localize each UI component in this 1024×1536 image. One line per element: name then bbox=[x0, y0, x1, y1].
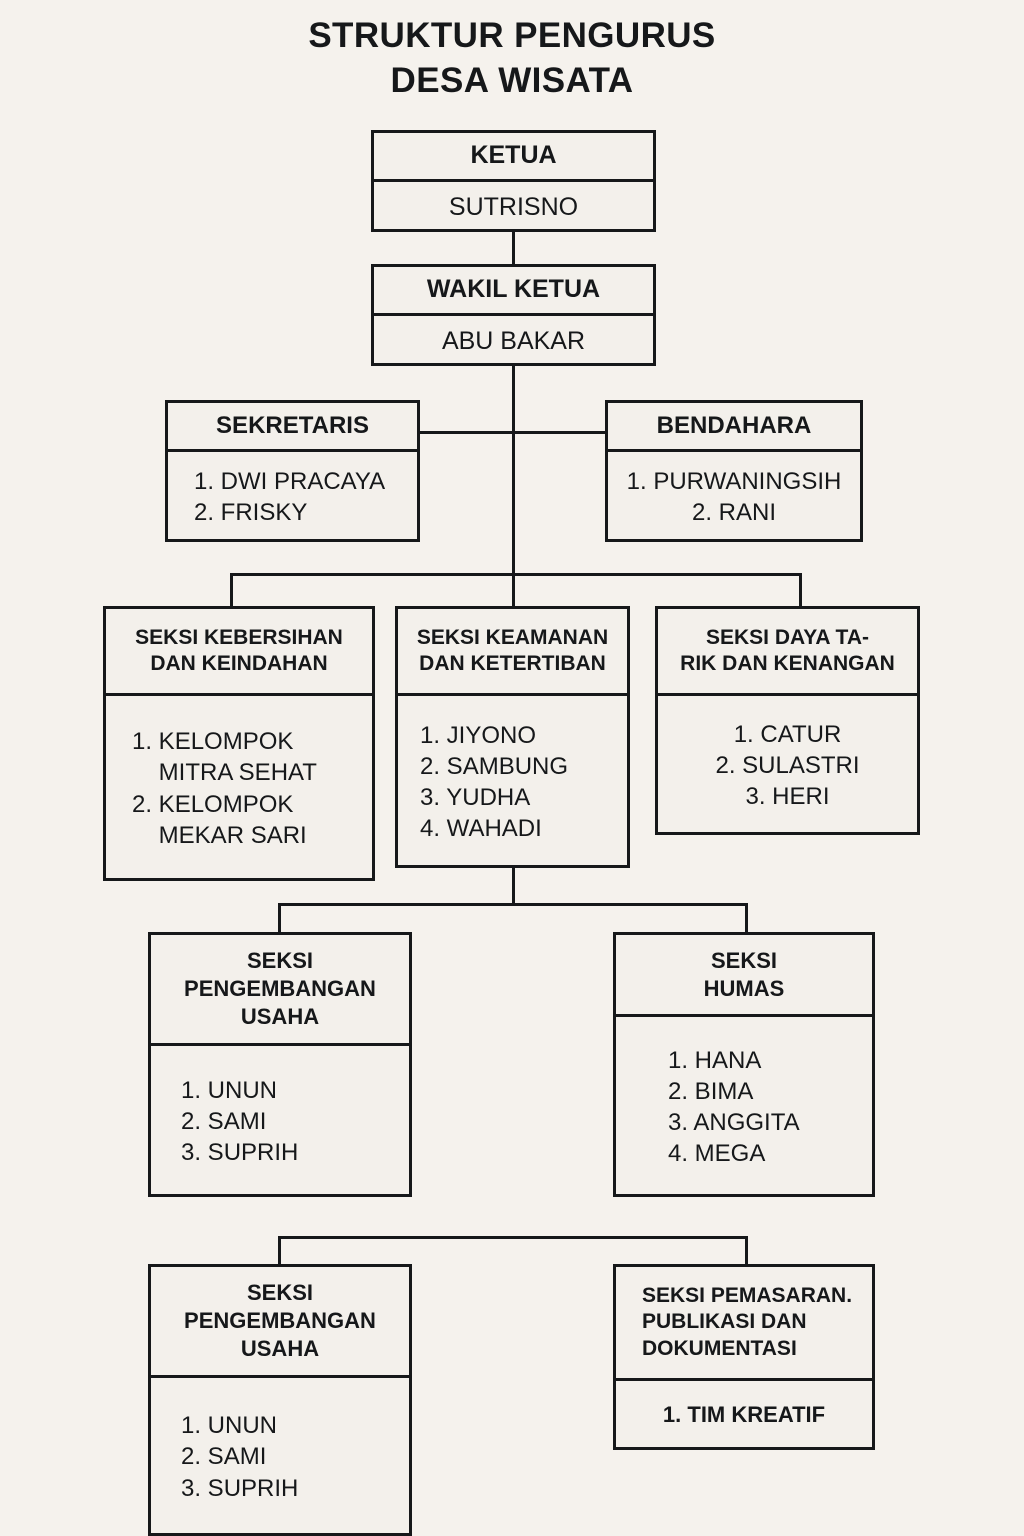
node-seksi-pengembangan-usaha-2-header-line-3: USAHA bbox=[240, 1335, 320, 1361]
node-seksi-humas-member-4: 4. MEGA bbox=[668, 1140, 766, 1168]
node-seksi-keamanan-member-3: 3. YUDHA bbox=[420, 784, 531, 811]
node-seksi-pengembangan-usaha-2-header-line-2: PENGEMBANGAN bbox=[184, 1308, 376, 1334]
node-seksi-daya-tarik-header: SEKSI DAYA TA- RIK DAN KENANGAN bbox=[658, 609, 917, 696]
node-seksi-humas-member-2: 2. BIMA bbox=[668, 1077, 754, 1105]
node-seksi-pemasaran-header-line-2: PUBLIKASI DAN bbox=[642, 1310, 807, 1334]
node-seksi-daya-tarik-header-line-2: RIK DAN KENANGAN bbox=[680, 652, 895, 675]
node-seksi-pengembangan-usaha-1[interactable]: SEKSI PENGEMBANGAN USAHA 1. UNUN 2. SAMI… bbox=[148, 932, 412, 1197]
node-seksi-humas-member-1: 1. HANA bbox=[668, 1046, 762, 1074]
node-seksi-pengembangan-usaha-2[interactable]: SEKSI PENGEMBANGAN USAHA 1. UNUN 2. SAMI… bbox=[148, 1264, 412, 1536]
connector-drop-pengembangan2 bbox=[278, 1236, 281, 1267]
node-seksi-keamanan[interactable]: SEKSI KEAMANAN DAN KETERTIBAN 1. JIYONO … bbox=[395, 606, 630, 868]
node-seksi-daya-tarik-member-3: 3. HERI bbox=[745, 783, 830, 811]
node-seksi-pengembangan-usaha-2-header-line-1: SEKSI bbox=[246, 1280, 314, 1306]
node-ketua-members: SUTRISNO bbox=[374, 182, 653, 232]
node-seksi-humas-members: 1. HANA 2. BIMA 3. ANGGITA 4. MEGA bbox=[616, 1017, 872, 1197]
node-seksi-pengembangan-usaha-2-member-3: 3. SUPRIH bbox=[181, 1474, 299, 1502]
node-seksi-kebersihan-header-line-2: DAN KEINDAHAN bbox=[150, 652, 328, 675]
node-seksi-keamanan-header-line-1: SEKSI KEAMANAN bbox=[416, 625, 609, 649]
node-seksi-pengembangan-usaha-1-header: SEKSI PENGEMBANGAN USAHA bbox=[151, 935, 409, 1046]
node-wakil-ketua-member-1: ABU BAKAR bbox=[441, 326, 586, 355]
node-sekretaris[interactable]: SEKRETARIS 1. DWI PRACAYA 2. FRISKY bbox=[165, 400, 420, 542]
node-seksi-pengembangan-usaha-1-header-line-2: PENGEMBANGAN bbox=[184, 976, 376, 1002]
connector-drop-pengembangan1 bbox=[278, 903, 281, 935]
node-seksi-humas[interactable]: SEKSI HUMAS 1. HANA 2. BIMA 3. ANGGITA 4… bbox=[613, 932, 875, 1197]
node-seksi-pemasaran-members: 1. TIM KREATIF bbox=[616, 1381, 872, 1450]
node-seksi-pengembangan-usaha-1-members: 1. UNUN 2. SAMI 3. SUPRIH bbox=[151, 1046, 409, 1197]
node-seksi-keamanan-header-line-2: DAN KETERTIBAN bbox=[419, 652, 606, 675]
node-bendahara[interactable]: BENDAHARA 1. PURWANINGSIH 2. RANI bbox=[605, 400, 863, 542]
node-seksi-kebersihan-header-line-1: SEKSI KEBERSIHAN bbox=[135, 625, 343, 649]
connector-drop-keamanan bbox=[512, 573, 515, 609]
node-seksi-pemasaran[interactable]: SEKSI PEMASARAN. PUBLIKASI DAN DOKUMENTA… bbox=[613, 1264, 875, 1450]
connector-bar-level5 bbox=[278, 1236, 748, 1239]
node-seksi-kebersihan-member-2: 2. KELOMPOK bbox=[132, 790, 294, 818]
connector-drop-dayatarik bbox=[799, 573, 802, 609]
node-seksi-pengembangan-usaha-2-header: SEKSI PENGEMBANGAN USAHA bbox=[151, 1267, 409, 1378]
node-seksi-humas-header: SEKSI HUMAS bbox=[616, 935, 872, 1017]
page-title-line-2: DESA WISATA bbox=[390, 60, 634, 100]
node-seksi-pengembangan-usaha-2-member-1: 1. UNUN bbox=[181, 1412, 278, 1440]
node-seksi-keamanan-members: 1. JIYONO 2. SAMBUNG 3. YUDHA 4. WAHADI bbox=[398, 696, 627, 868]
connector-drop-humas bbox=[745, 903, 748, 935]
node-seksi-kebersihan-member-1-cont: MITRA SEHAT bbox=[132, 759, 317, 787]
node-seksi-daya-tarik-header-line-1: SEKSI DAYA TA- bbox=[706, 625, 869, 649]
node-seksi-daya-tarik-member-2: 2. SULASTRI bbox=[715, 751, 860, 779]
node-seksi-pemasaran-member-1: 1. TIM KREATIF bbox=[662, 1402, 826, 1428]
node-seksi-kebersihan-member-2-cont: MEKAR SARI bbox=[132, 821, 307, 849]
page-title-line-1: STRUKTUR PENGURUS bbox=[308, 16, 716, 55]
node-seksi-humas-header-line-2: HUMAS bbox=[703, 975, 785, 1001]
node-seksi-humas-member-3: 3. ANGGITA bbox=[668, 1109, 800, 1136]
node-sekretaris-members: 1. DWI PRACAYA 2. FRISKY bbox=[168, 452, 417, 542]
node-ketua-header: KETUA bbox=[374, 133, 653, 182]
node-seksi-humas-header-line-1: SEKSI bbox=[710, 947, 778, 973]
node-seksi-pengembangan-usaha-2-members: 1. UNUN 2. SAMI 3. SUPRIH bbox=[151, 1378, 409, 1536]
node-seksi-pengembangan-usaha-2-member-2: 2. SAMI bbox=[181, 1443, 267, 1471]
node-sekretaris-header: SEKRETARIS bbox=[168, 403, 417, 452]
connector-bar-sekretaris-bendahara bbox=[418, 431, 608, 434]
node-wakil-ketua[interactable]: WAKIL KETUA ABU BAKAR bbox=[371, 264, 656, 366]
connector-drop-pemasaran bbox=[745, 1236, 748, 1267]
connector-bar-seksi-row bbox=[230, 573, 802, 576]
node-seksi-daya-tarik-members: 1. CATUR 2. SULASTRI 3. HERI bbox=[658, 696, 917, 835]
node-seksi-kebersihan-members: 1. KELOMPOK MITRA SEHAT 2. KELOMPOK MEKA… bbox=[106, 696, 372, 881]
node-seksi-pengembangan-usaha-1-header-line-1: SEKSI bbox=[246, 948, 314, 974]
node-wakil-ketua-header-line-1: WAKIL KETUA bbox=[426, 275, 601, 304]
node-bendahara-member-2: 2. RANI bbox=[691, 499, 777, 526]
node-bendahara-header-line-1: BENDAHARA bbox=[656, 411, 812, 439]
node-seksi-pemasaran-header-line-1: SEKSI PEMASARAN. bbox=[642, 1283, 853, 1307]
node-seksi-kebersihan-header: SEKSI KEBERSIHAN DAN KEINDAHAN bbox=[106, 609, 372, 696]
node-sekretaris-member-1: 1. DWI PRACAYA bbox=[194, 467, 386, 495]
node-bendahara-member-1: 1. PURWANINGSIH bbox=[626, 467, 842, 495]
node-wakil-ketua-members: ABU BAKAR bbox=[374, 316, 653, 366]
connector-wakil-spine bbox=[512, 366, 515, 575]
node-sekretaris-member-2: 2. FRISKY bbox=[194, 499, 308, 526]
node-sekretaris-header-line-1: SEKRETARIS bbox=[216, 411, 369, 439]
node-seksi-pengembangan-usaha-1-header-line-3: USAHA bbox=[240, 1003, 320, 1029]
node-seksi-keamanan-member-4: 4. WAHADI bbox=[420, 815, 542, 843]
node-seksi-keamanan-header: SEKSI KEAMANAN DAN KETERTIBAN bbox=[398, 609, 627, 696]
node-seksi-keamanan-member-1: 1. JIYONO bbox=[420, 721, 537, 749]
node-ketua-member-1: SUTRISNO bbox=[448, 192, 579, 221]
node-seksi-kebersihan-member-1: 1. KELOMPOK bbox=[132, 728, 294, 756]
connector-ketua-to-wakil bbox=[512, 232, 515, 266]
node-seksi-pemasaran-header-line-3: DOKUMENTASI bbox=[642, 1336, 797, 1360]
node-seksi-keamanan-member-2: 2. SAMBUNG bbox=[420, 752, 569, 780]
node-bendahara-members: 1. PURWANINGSIH 2. RANI bbox=[608, 452, 860, 542]
connector-keamanan-stem bbox=[512, 866, 515, 906]
connector-bar-level4 bbox=[278, 903, 748, 906]
node-ketua[interactable]: KETUA SUTRISNO bbox=[371, 130, 656, 232]
node-seksi-pengembangan-usaha-1-member-2: 2. SAMI bbox=[181, 1107, 267, 1135]
node-bendahara-header: BENDAHARA bbox=[608, 403, 860, 452]
node-ketua-header-line-1: KETUA bbox=[470, 141, 557, 170]
node-seksi-daya-tarik-member-1: 1. CATUR bbox=[733, 720, 842, 748]
connector-drop-kebersihan bbox=[230, 573, 233, 609]
node-seksi-pemasaran-header: SEKSI PEMASARAN. PUBLIKASI DAN DOKUMENTA… bbox=[616, 1267, 872, 1381]
node-seksi-daya-tarik[interactable]: SEKSI DAYA TA- RIK DAN KENANGAN 1. CATUR… bbox=[655, 606, 920, 835]
node-seksi-pengembangan-usaha-1-member-3: 3. SUPRIH bbox=[181, 1139, 299, 1167]
page-title: STRUKTUR PENGURUS DESA WISATA bbox=[0, 14, 1024, 104]
node-seksi-pengembangan-usaha-1-member-1: 1. UNUN bbox=[181, 1076, 278, 1104]
node-seksi-kebersihan[interactable]: SEKSI KEBERSIHAN DAN KEINDAHAN 1. KELOMP… bbox=[103, 606, 375, 881]
node-wakil-ketua-header: WAKIL KETUA bbox=[374, 267, 653, 316]
